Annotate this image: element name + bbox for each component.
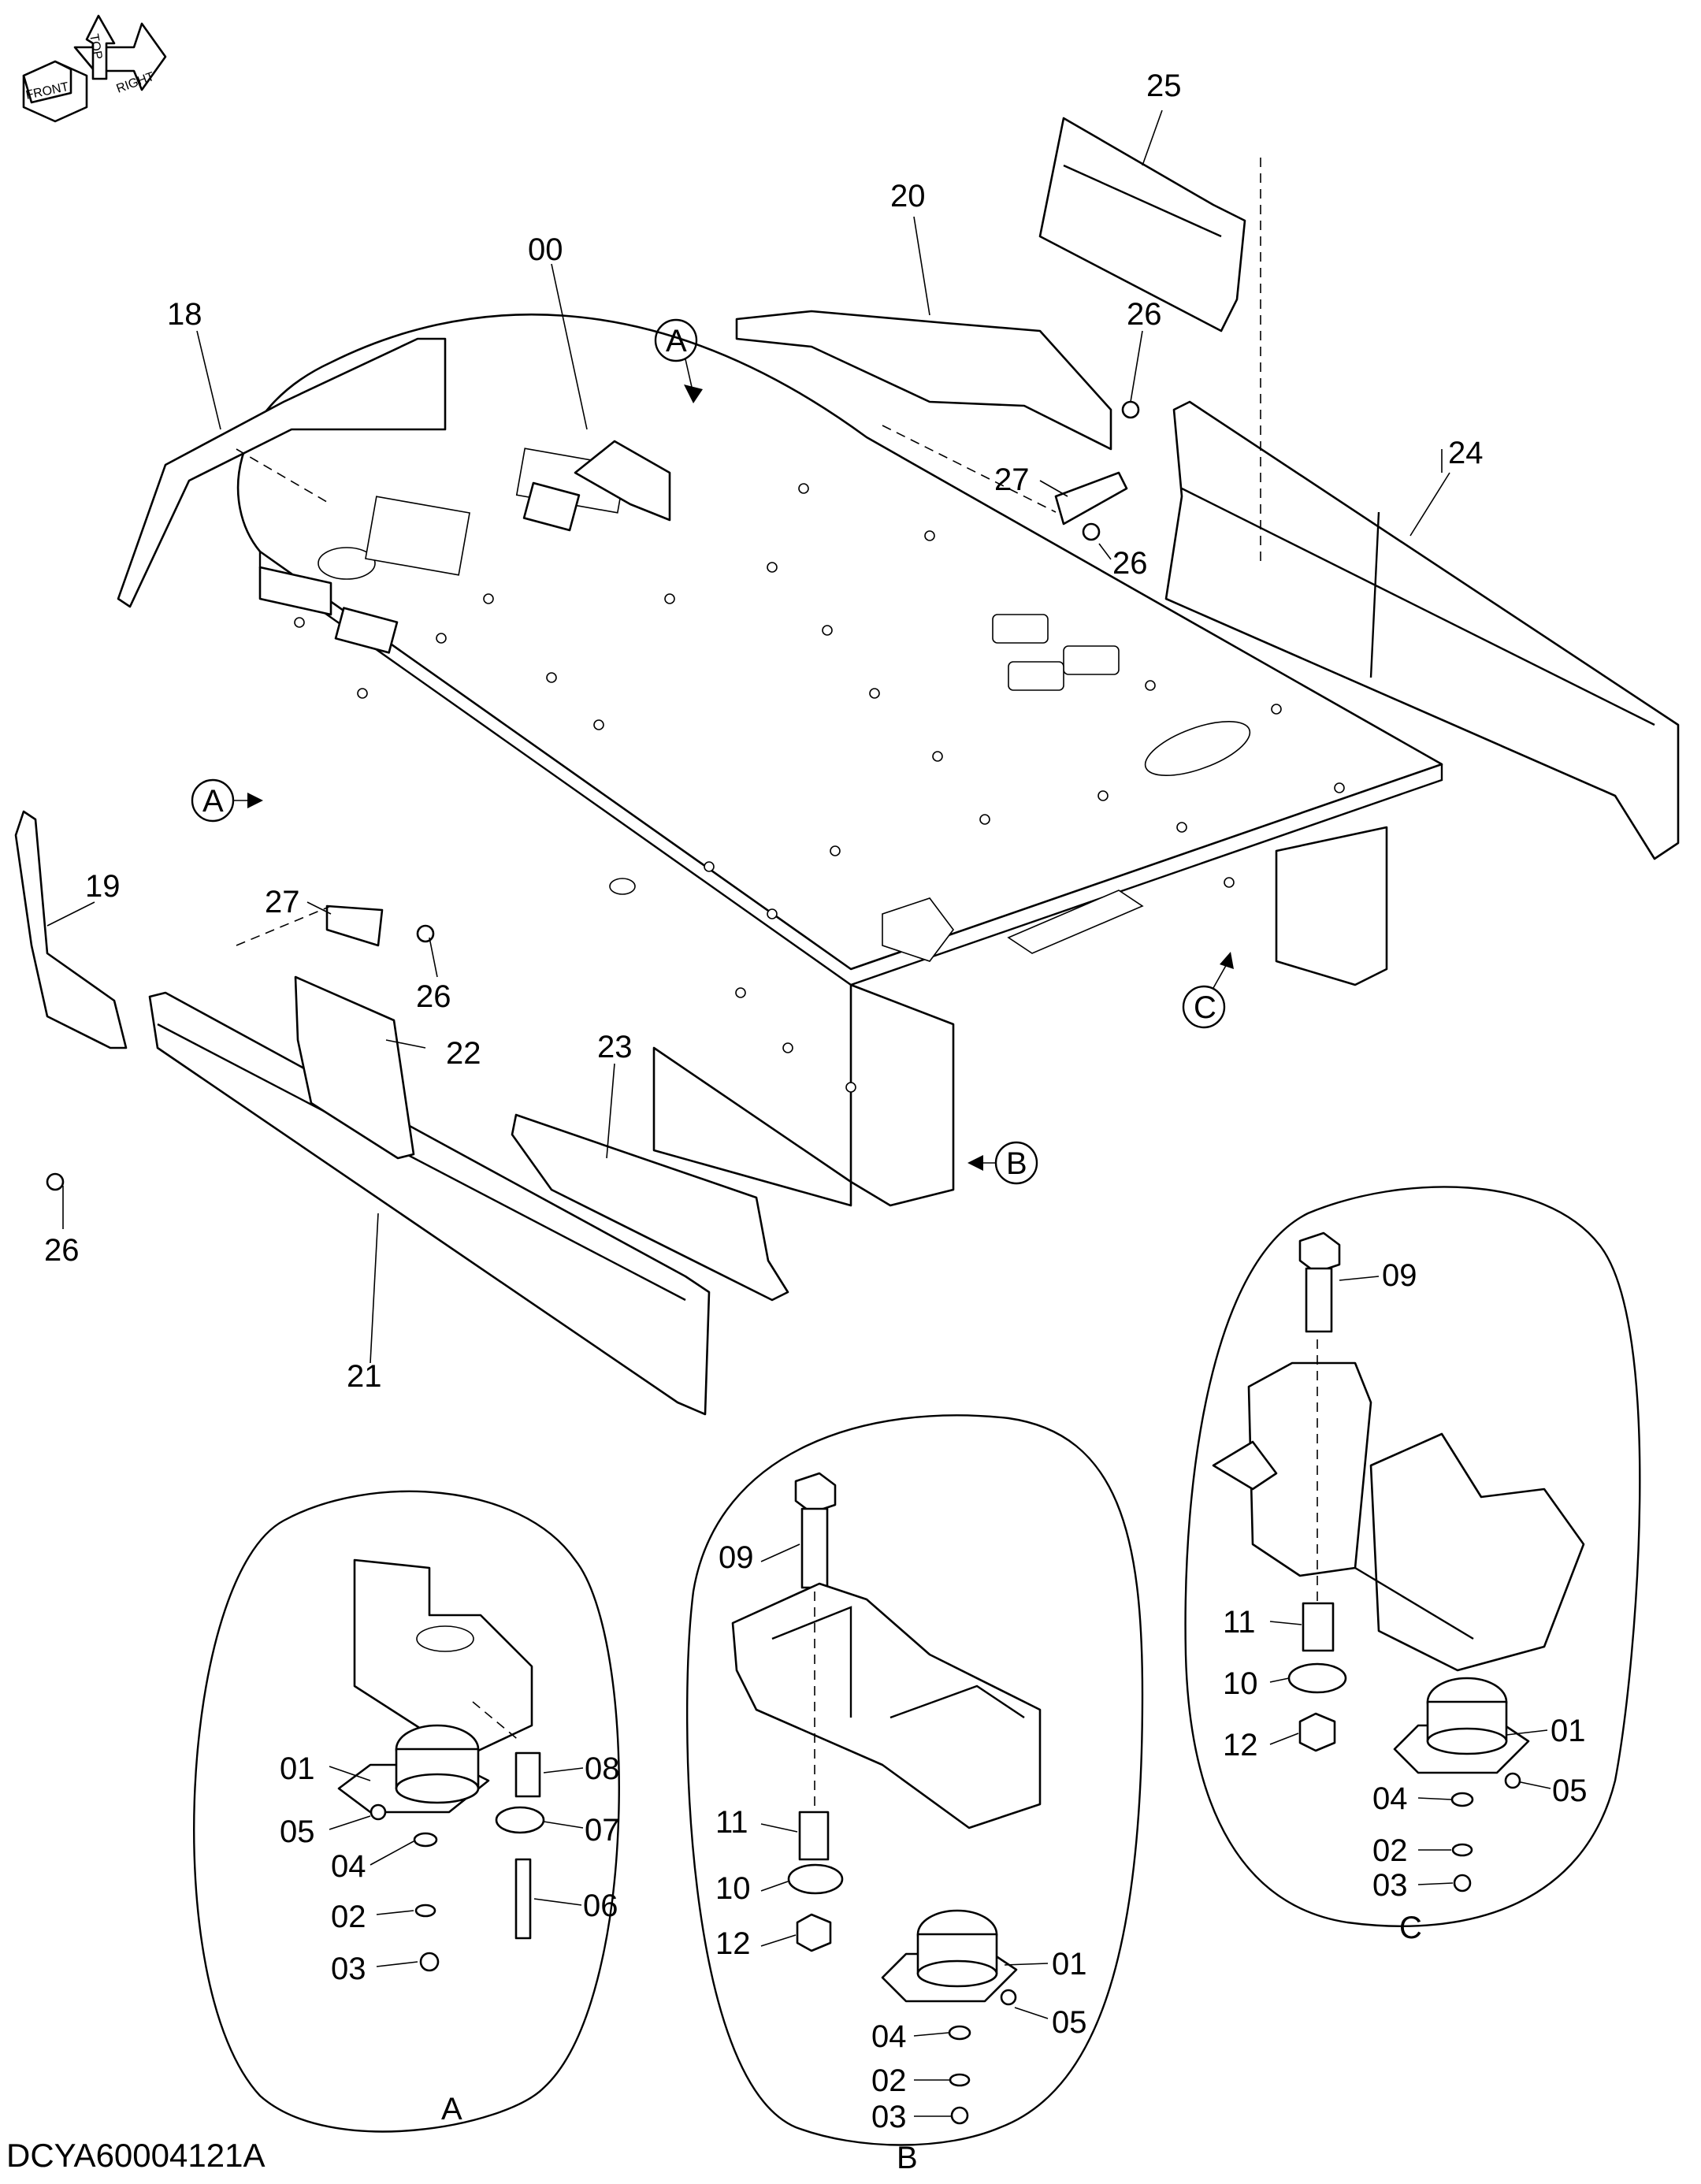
- cover-part-24: [1164, 400, 1680, 860]
- detail-b-callout-05: 05: [1052, 2005, 1087, 2040]
- detail-c-callout-10: 10: [1223, 1666, 1258, 1701]
- detail-b-callout-04: 04: [871, 2019, 907, 2054]
- view-marker-a-top: A: [654, 318, 703, 403]
- detail-b-title: B: [897, 2141, 918, 2175]
- cover-part-21: [148, 991, 711, 1416]
- detail-view-c: 09 11 10 12 01 04 05 02 03 C: [1184, 1186, 1641, 1945]
- bolt-26-icons: [46, 400, 1140, 1191]
- cover-part-22: [294, 975, 415, 1160]
- detail-view-a: 01 05 04 02 03 08 07 06 A: [193, 1490, 620, 2133]
- svg-text:A: A: [202, 784, 224, 819]
- detail-a-callout-07: 07: [585, 1813, 620, 1848]
- callout-00: 00: [528, 232, 563, 267]
- callout-26c: 26: [416, 979, 451, 1014]
- detail-a-callout-03: 03: [331, 1952, 366, 1986]
- callout-25: 25: [1146, 69, 1182, 103]
- cover-part-18: [117, 337, 447, 608]
- callout-19: 19: [85, 869, 121, 904]
- callout-20: 20: [890, 179, 926, 214]
- detail-a-callout-01: 01: [280, 1751, 315, 1786]
- detail-c-callout-09: 09: [1382, 1258, 1417, 1293]
- callout-23: 23: [597, 1030, 633, 1064]
- detail-b-callout-10: 10: [715, 1871, 751, 1906]
- detail-b-callout-12: 12: [715, 1926, 751, 1961]
- detail-a-callout-05: 05: [280, 1814, 315, 1849]
- callout-26b: 26: [1112, 546, 1148, 581]
- detail-c-title: C: [1399, 1911, 1422, 1945]
- view-marker-c: C: [1182, 952, 1234, 1029]
- detail-c-callout-03: 03: [1372, 1868, 1408, 1903]
- callout-24: 24: [1448, 436, 1484, 470]
- detail-a-title: A: [441, 2092, 462, 2126]
- plate-bolt-holes: [294, 483, 1345, 1093]
- cover-part-23: [511, 1113, 789, 1302]
- callout-22: 22: [446, 1036, 481, 1071]
- detail-c-callout-02: 02: [1372, 1833, 1408, 1868]
- callout-27a: 27: [994, 462, 1030, 497]
- detail-c-callout-05: 05: [1552, 1774, 1588, 1808]
- diagram-id-label: DCYA60004121A: [6, 2137, 266, 2174]
- detail-b-callout-02: 02: [871, 2063, 907, 2098]
- svg-text:C: C: [1194, 990, 1216, 1025]
- view-marker-a-left: A: [191, 778, 263, 823]
- detail-view-b: 09 11 10 12 01 05 04 02 03 B: [685, 1414, 1144, 2175]
- detail-a-callout-02: 02: [331, 1900, 366, 1934]
- detail-b-callout-01: 01: [1052, 1947, 1087, 1982]
- cover-part-25: [1038, 117, 1246, 332]
- bracket-27-upper: [1054, 471, 1128, 526]
- main-leader-lines: [46, 110, 1450, 1364]
- detail-c-callout-12: 12: [1223, 1728, 1258, 1762]
- detail-c-callout-11: 11: [1223, 1605, 1256, 1640]
- cover-part-20: [735, 310, 1112, 451]
- cover-part-19: [14, 810, 128, 1049]
- callout-26a: 26: [1127, 297, 1162, 332]
- callout-21: 21: [347, 1359, 382, 1394]
- detail-a-callout-08: 08: [585, 1751, 620, 1786]
- callout-26d: 26: [44, 1233, 80, 1268]
- bracket-27-lower: [325, 904, 384, 947]
- orientation-label-top: TOP: [87, 33, 104, 61]
- detail-a-callout-04: 04: [331, 1849, 366, 1884]
- detail-b-callout-03: 03: [871, 2100, 907, 2134]
- svg-text:A: A: [666, 324, 687, 358]
- callout-27b: 27: [265, 885, 300, 919]
- detail-b-callout-11: 11: [715, 1805, 748, 1840]
- detail-b-callout-09: 09: [719, 1540, 754, 1575]
- svg-text:B: B: [1006, 1146, 1027, 1181]
- detail-c-callout-04: 04: [1372, 1781, 1408, 1816]
- detail-c-callout-01: 01: [1551, 1714, 1586, 1748]
- view-marker-b: B: [967, 1141, 1038, 1185]
- orientation-icon: FRONT TOP RIGHT: [22, 14, 167, 123]
- floor-plate: [236, 313, 1443, 1207]
- detail-a-callout-06: 06: [583, 1889, 618, 1923]
- callout-18: 18: [167, 297, 202, 332]
- alignment-lines: [236, 158, 1261, 946]
